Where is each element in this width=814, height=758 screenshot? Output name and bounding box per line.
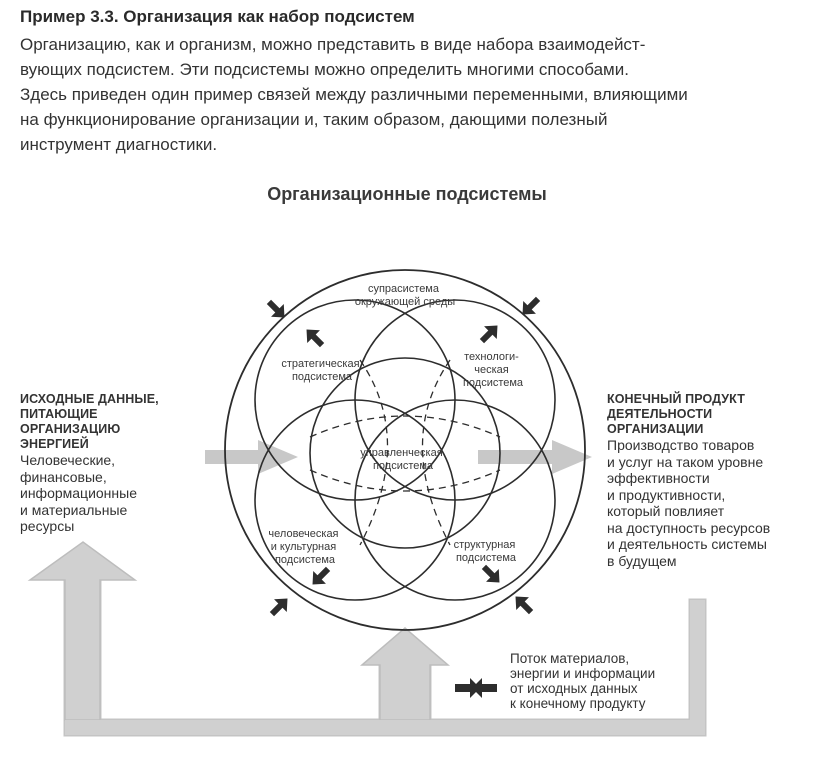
technological-label: технологи- ческая подсистема [463, 351, 524, 389]
intro-line: на функционирование организации и, таким… [20, 110, 608, 129]
input-arrow-icon [205, 440, 298, 474]
output-heading-line: ОРГАНИЗАЦИИ [607, 422, 704, 436]
output-text-line: и услуг на таком уровне [607, 453, 764, 470]
intro-line: Здесь приведен один пример связей между … [20, 85, 688, 104]
feedback-band-right [690, 600, 705, 735]
input-block: ИСХОДНЫЕ ДАННЫЕ, ПИТАЮЩИЕ ОРГАНИЗАЦИЮ ЭН… [20, 392, 215, 535]
structural-circle [354, 399, 556, 601]
flow-legend-line: к конечному продукту [510, 696, 646, 711]
environment-arrow-icon [515, 596, 534, 615]
input-heading-line: ЭНЕРГИЕЙ [20, 437, 89, 451]
flow-legend: Поток материалов, энергии и информации о… [510, 651, 700, 711]
environment-arrow-icon [266, 299, 285, 318]
flow-legend-arrows-icon [455, 678, 497, 698]
strategic-label: стратегическая подсистема [281, 358, 362, 383]
output-text-line: в будущем [607, 552, 677, 569]
output-block: КОНЕЧНЫЙ ПРОДУКТ ДЕЯТЕЛЬНОСТИ ОРГАНИЗАЦИ… [607, 392, 812, 569]
output-text-line: на доступность ресурсов [607, 519, 771, 536]
environment-arrow-icon [269, 598, 288, 617]
managerial-label: управленческая подсистема [360, 447, 445, 472]
flow-legend-line: Поток материалов, [510, 651, 630, 666]
subsystem-arrow-icon [306, 329, 325, 348]
input-text-line: финансовые, [20, 468, 107, 485]
diagram-title: Организационные подсистемы [267, 184, 547, 204]
intro-line: вующих подсистем. Эти подсистемы можно о… [20, 60, 629, 79]
input-heading-line: ИСХОДНЫЕ ДАННЫЕ, [20, 392, 159, 406]
feedback-arrow-center-icon [359, 627, 451, 721]
flow-legend-line: энергии и информации [510, 666, 656, 681]
feedback-band [65, 720, 705, 735]
header: Пример 3.3. Организация как набор подсис… [20, 6, 810, 157]
intro-line: инструмент диагностики. [20, 135, 218, 154]
managerial-circle [309, 357, 501, 549]
input-text-line: Человеческие, [20, 452, 116, 468]
human-circle [254, 399, 456, 601]
subsystem-arrow-icon [479, 325, 498, 344]
output-text-line: и продуктивности, [607, 486, 726, 503]
environment-arrow-icon [522, 296, 541, 315]
intro-paragraph: Организацию, как и организм, можно предс… [20, 32, 810, 157]
subsystem-arrow-icon [312, 566, 331, 585]
output-heading-line: КОНЕЧНЫЙ ПРОДУКТ [607, 392, 745, 406]
output-text-line: который повлияет [607, 503, 725, 519]
input-heading-line: ОРГАНИЗАЦИЮ [20, 422, 121, 436]
output-text-line: эффективности [607, 470, 710, 486]
dashed-overlap [309, 469, 501, 492]
feedback-arrow-left-icon [27, 541, 138, 721]
suprasystem-label: супрасистема окружающей среды [355, 283, 455, 308]
structural-label: структурная подсистема [454, 539, 519, 564]
subsystem-arrow-icon [481, 564, 500, 583]
flow-legend-line: от исходных данных [510, 681, 638, 696]
example-title: Пример 3.3. Организация как набор подсис… [20, 7, 415, 26]
input-text-line: и материальные [20, 501, 128, 518]
suprasystem-circle [224, 269, 586, 631]
intro-line: Организацию, как и организм, можно предс… [20, 35, 646, 54]
human-label: человеческая и культурная подсистема [268, 528, 341, 566]
output-heading-line: ДЕЯТЕЛЬНОСТИ [607, 407, 713, 421]
dashed-overlap [309, 415, 501, 438]
output-text-line: и деятельность системы [607, 536, 767, 552]
output-arrow-icon [478, 440, 592, 474]
input-text-line: информационные [20, 485, 137, 501]
input-heading-line: ПИТАЮЩИЕ [20, 407, 98, 421]
output-text-line: Производство товаров [607, 437, 755, 453]
input-text-line: ресурсы [20, 518, 75, 534]
